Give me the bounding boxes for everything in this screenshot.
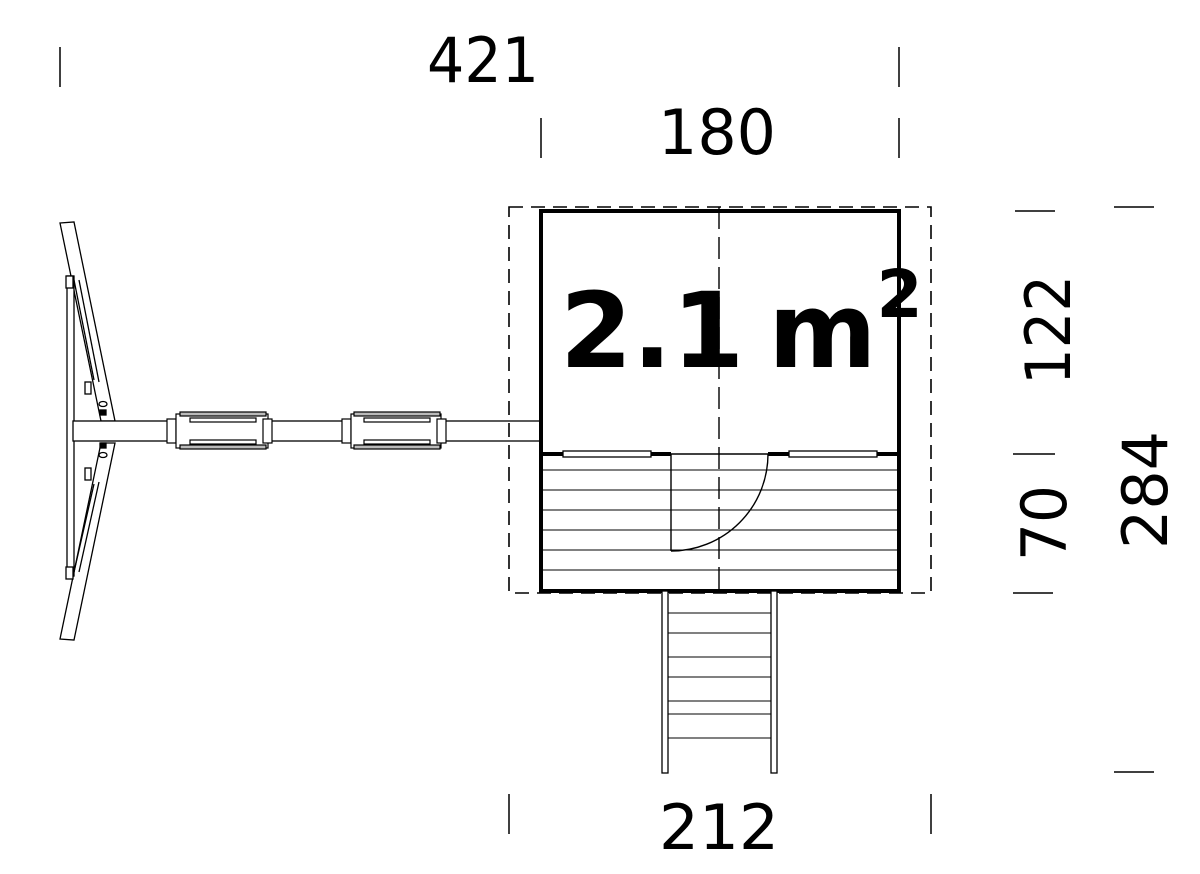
- bolt: [99, 409, 107, 416]
- area-value: 2.1: [560, 270, 744, 392]
- window-left: [562, 450, 652, 458]
- swing-beam-body: [72, 420, 542, 442]
- door: [670, 453, 769, 552]
- dimension-total-depth: 284: [1109, 431, 1182, 549]
- door-swing-arc: [670, 453, 769, 552]
- frame-bracket: [65, 275, 74, 289]
- frame-bracket: [65, 566, 74, 580]
- dimension-deck-depth: 70: [1008, 485, 1081, 561]
- ladder-rail-left: [661, 590, 669, 774]
- house-outer-wall: [539, 209, 901, 593]
- window-right: [788, 450, 878, 458]
- dimension-base-width: 212: [659, 791, 779, 864]
- dimension-total-width: 421: [427, 24, 539, 97]
- area-superscript: 2: [877, 256, 923, 333]
- bolt-hole: [98, 451, 108, 459]
- area-unit: m: [768, 270, 876, 392]
- deck-boards: [541, 469, 899, 571]
- dimension-house-width: 180: [658, 96, 776, 169]
- frame-bracket: [84, 467, 92, 481]
- ladder: [661, 590, 778, 774]
- ladder-rail-right: [770, 590, 778, 774]
- bolt: [99, 442, 107, 449]
- swing-beam: [72, 420, 542, 442]
- swing-seat-2: [341, 411, 447, 450]
- dimension-ticks: [59, 47, 1154, 834]
- roof-overhang-outline: [508, 206, 932, 594]
- front-wall: [541, 450, 899, 458]
- swing-seat-1: [166, 411, 273, 450]
- dimension-house-depth: 122: [1012, 275, 1085, 385]
- frame-bracket: [84, 381, 92, 395]
- bolt-hole: [98, 400, 108, 408]
